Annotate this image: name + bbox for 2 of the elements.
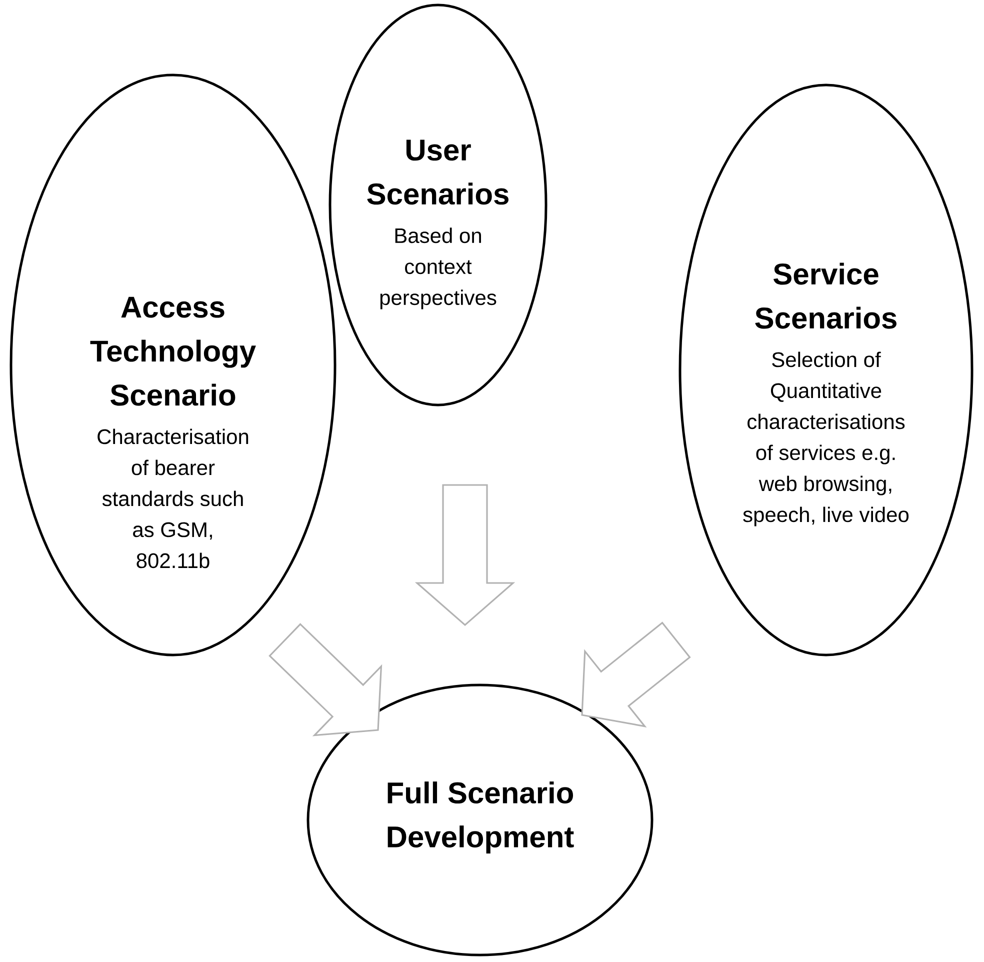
block-arrow [268, 623, 382, 736]
block-arrow [414, 484, 516, 626]
